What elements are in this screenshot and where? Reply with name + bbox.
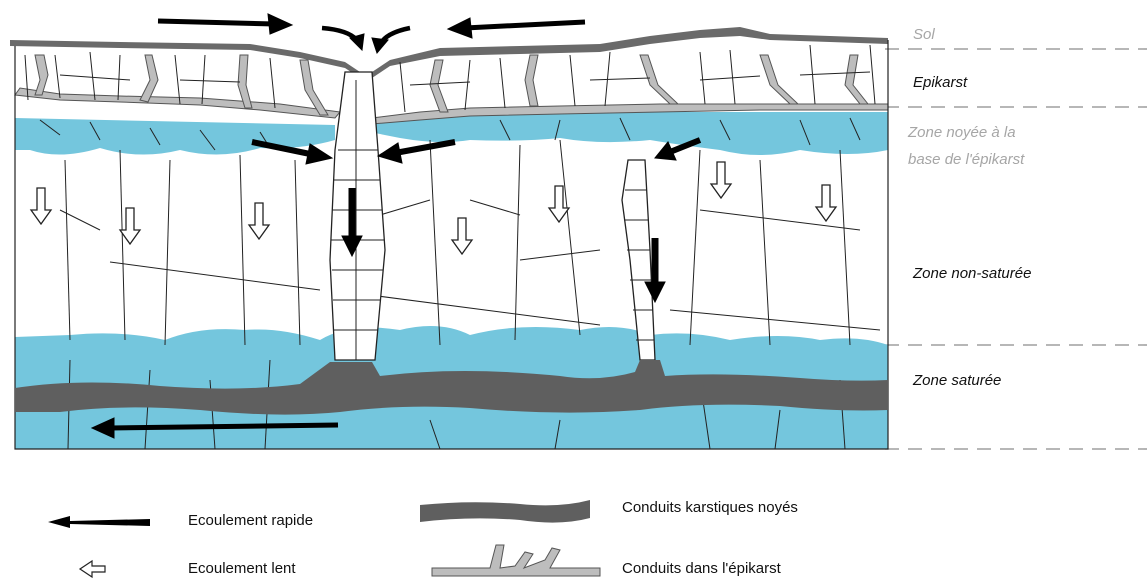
legend-epikarst-conduit-icon <box>432 545 600 576</box>
legend-drowned-conduit-icon <box>420 500 590 523</box>
legend-fast-arrow-icon <box>48 516 150 528</box>
zone-label-flooded-2: base de l'épikarst <box>908 151 1024 168</box>
legend-label-fast-flow: Ecoulement rapide <box>188 512 313 529</box>
legend-label-epikarst-conduits: Conduits dans l'épikarst <box>622 560 781 577</box>
legend-label-slow-flow: Ecoulement lent <box>188 560 296 577</box>
horizon-lines <box>885 49 1147 449</box>
zone-label-flooded-1: Zone noyée à la <box>908 124 1016 141</box>
legend-slow-arrow-icon <box>80 561 105 577</box>
zone-label-saturated: Zone saturée <box>913 372 1001 389</box>
zone-label-unsaturated: Zone non-saturée <box>913 265 1031 282</box>
epikarst-flooded-zone <box>15 112 888 155</box>
legend-label-drowned-conduits: Conduits karstiques noyés <box>622 499 798 516</box>
zone-label-epikarst: Epikarst <box>913 74 967 91</box>
zone-label-sol: Sol <box>913 26 935 43</box>
soil-layer <box>10 27 888 78</box>
